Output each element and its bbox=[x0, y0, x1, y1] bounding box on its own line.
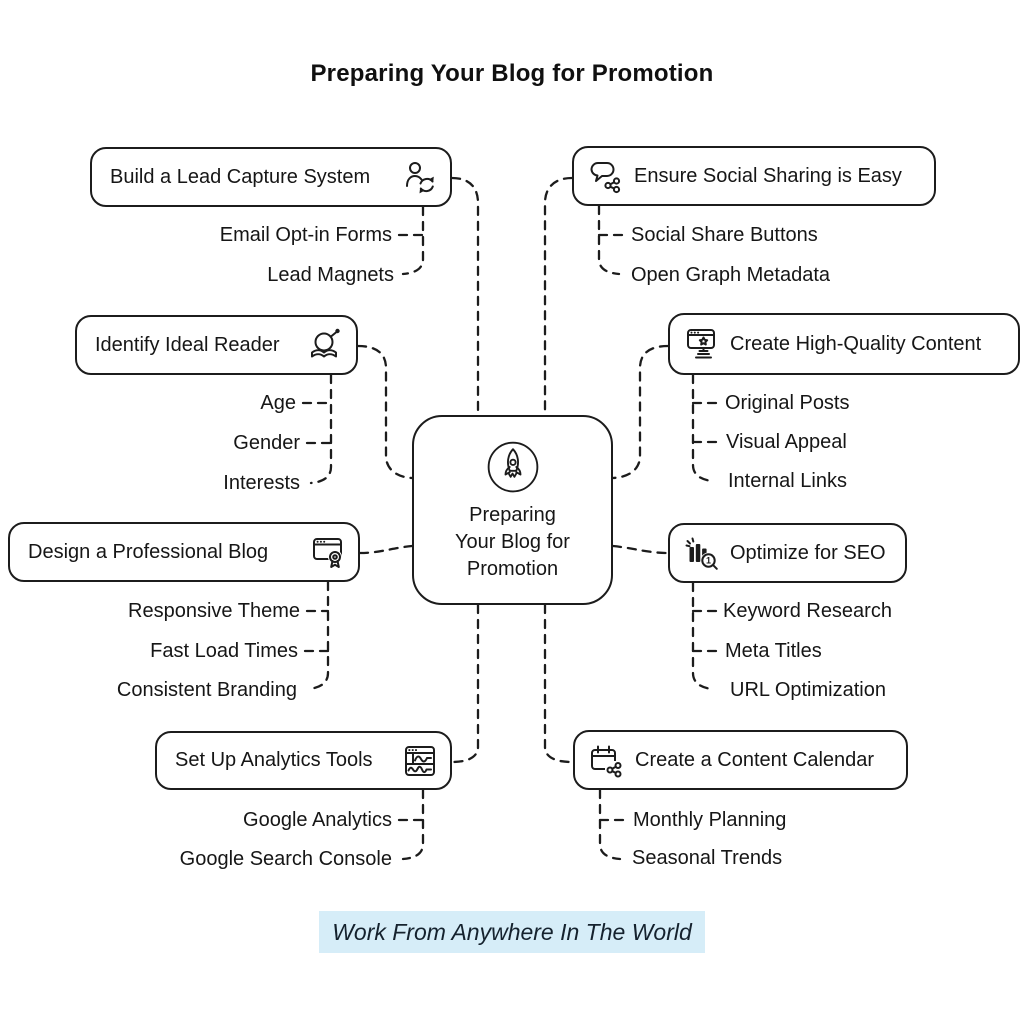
child-interests: Interests bbox=[223, 472, 300, 494]
node-label: Ensure Social Sharing is Easy bbox=[634, 164, 902, 187]
calendar-share-icon bbox=[588, 742, 624, 778]
child-social-share-buttons: Social Share Buttons bbox=[631, 224, 818, 246]
child-consistent-branding: Consistent Branding bbox=[116, 679, 297, 701]
center-line-3: Promotion bbox=[466, 558, 559, 580]
center-title: Preparing Your Blog for Promotion bbox=[455, 502, 570, 583]
child-gender: Gender bbox=[233, 432, 300, 454]
child-lead-magnets: Lead Magnets bbox=[267, 264, 394, 286]
user-sync-icon bbox=[402, 159, 438, 195]
child-google-analytics: Google Analytics bbox=[243, 809, 392, 831]
node-content-calendar: Create a Content Calendar bbox=[573, 730, 908, 790]
center-node: Preparing Your Blog for Promotion bbox=[412, 415, 613, 605]
child-original-posts: Original Posts bbox=[725, 392, 850, 414]
content-award-icon bbox=[683, 326, 719, 362]
child-fast-load-times: Fast Load Times bbox=[150, 640, 298, 662]
node-lead-capture: Build a Lead Capture System bbox=[90, 147, 452, 207]
footer-caption: Work From Anywhere In The World bbox=[0, 911, 1024, 953]
node-seo: 1 Optimize for SEO bbox=[668, 523, 907, 583]
speech-share-icon bbox=[587, 158, 623, 194]
child-seasonal-trends: Seasonal Trends bbox=[632, 847, 783, 869]
child-url-optimization: URL Optimization bbox=[730, 679, 886, 701]
child-responsive-theme: Responsive Theme bbox=[128, 600, 300, 622]
node-ideal-reader: Identify Ideal Reader bbox=[75, 315, 358, 375]
child-google-search-console: Google Search Console bbox=[179, 848, 392, 870]
page-title: Preparing Your Blog for Promotion bbox=[310, 60, 714, 87]
node-label: Create a Content Calendar bbox=[635, 748, 875, 771]
footer-caption-text: Work From Anywhere In The World bbox=[319, 911, 705, 953]
node-professional-blog: Design a Professional Blog bbox=[8, 522, 360, 582]
chart-magnifier-icon: 1 bbox=[683, 535, 719, 571]
child-email-opt-in-forms: Email Opt-in Forms bbox=[219, 224, 392, 246]
node-label: Optimize for SEO bbox=[730, 541, 886, 564]
child-keyword-research: Keyword Research bbox=[723, 600, 892, 622]
node-label: Identify Ideal Reader bbox=[95, 333, 280, 356]
node-social-sharing: Ensure Social Sharing is Easy bbox=[572, 146, 936, 206]
rocket-icon bbox=[483, 437, 543, 497]
child-open-graph-metadata: Open Graph Metadata bbox=[631, 264, 831, 286]
node-label: Build a Lead Capture System bbox=[110, 165, 371, 188]
node-label: Design a Professional Blog bbox=[28, 540, 269, 563]
center-line-2: Your Blog for bbox=[455, 531, 570, 553]
analytics-window-icon bbox=[402, 743, 438, 779]
node-label: Create High-Quality Content bbox=[730, 332, 982, 355]
book-magnifier-icon bbox=[308, 327, 344, 363]
node-quality-content: Create High-Quality Content bbox=[668, 313, 1020, 375]
child-monthly-planning: Monthly Planning bbox=[633, 809, 787, 831]
browser-ribbon-icon bbox=[310, 534, 346, 570]
child-age: Age bbox=[260, 392, 296, 414]
child-internal-links: Internal Links bbox=[728, 470, 847, 492]
svg-text:1: 1 bbox=[706, 556, 711, 566]
center-line-1: Preparing bbox=[469, 504, 556, 526]
child-meta-titles: Meta Titles bbox=[725, 640, 822, 662]
node-analytics: Set Up Analytics Tools bbox=[155, 731, 452, 790]
node-label: Set Up Analytics Tools bbox=[175, 749, 373, 771]
child-visual-appeal: Visual Appeal bbox=[726, 431, 847, 453]
